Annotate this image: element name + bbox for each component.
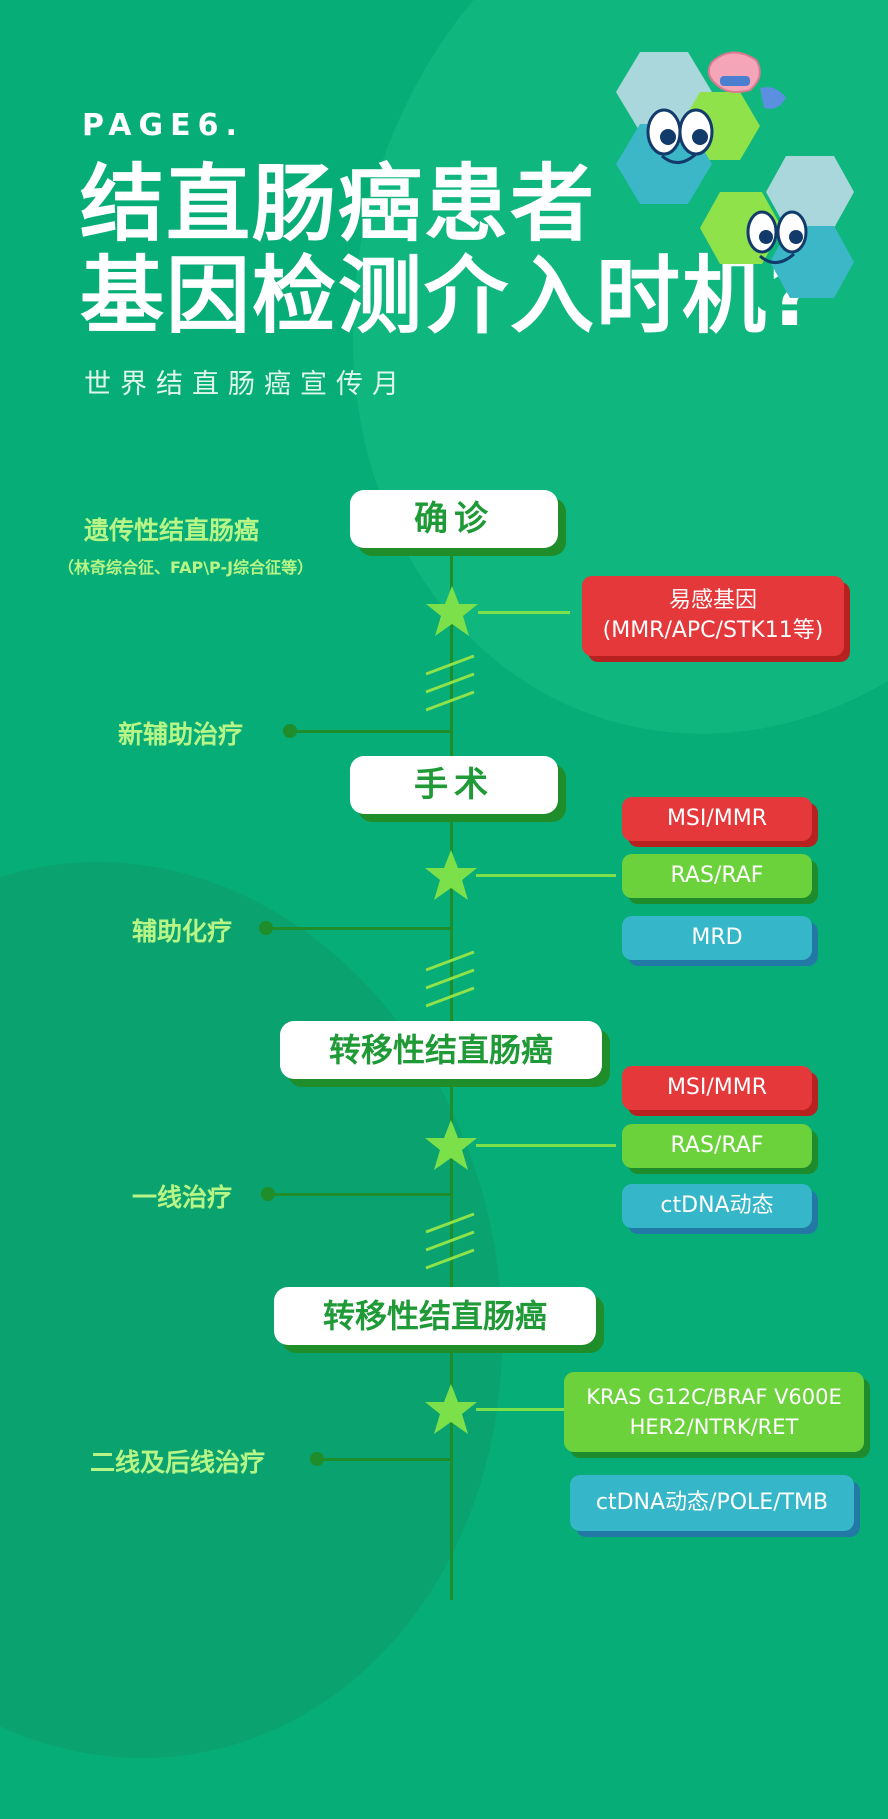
page-title: 结直肠癌患者 基因检测介入时机? [80,158,819,342]
test-ras-raf: RAS/RAF [622,1124,812,1168]
branch-line [317,1458,452,1461]
label-neoadjuvant: 新辅助治疗 [118,720,244,749]
label-hereditary-crc: 遗传性结直肠癌 [84,516,260,545]
test-kras-braf-her2: KRAS G12C/BRAF V600E HER2/NTRK/RET [564,1372,864,1452]
star-icon [426,586,478,636]
page-label: PAGE6. [82,108,244,143]
branch-line [266,927,452,930]
stage-diagnosis: 确诊 [350,490,558,548]
branch-line [290,730,452,733]
connector-line [476,874,616,877]
connector-line [476,1408,566,1411]
stage-surgery: 手术 [350,756,558,814]
label-second-line: 二线及后线治疗 [90,1448,266,1477]
tag-line: 易感基因 [668,588,757,613]
test-ras-raf: RAS/RAF [622,854,812,898]
label-first-line: 一线治疗 [132,1183,233,1212]
stage-metastatic-first: 转移性结直肠癌 [280,1021,602,1079]
test-msi-mmr: MSI/MMR [622,797,812,841]
test-ctdna-dynamic: ctDNA动态 [622,1184,812,1228]
connector-line [478,611,570,614]
branch-line [268,1193,452,1196]
page-subtitle: 世界结直肠癌宣传月 [84,369,408,400]
slash-break-icon [425,654,475,712]
stage-metastatic-second: 转移性结直肠癌 [274,1287,596,1345]
star-icon [425,1384,477,1434]
tag-line: HER2/NTRK/RET [629,1415,799,1439]
test-ctdna-pole-tmb: ctDNA动态/POLE/TMB [570,1475,854,1531]
test-msi-mmr: MSI/MMR [622,1066,812,1110]
connector-line [476,1144,616,1147]
slash-break-icon [425,950,475,1008]
test-mrd: MRD [622,916,812,960]
star-icon [425,1120,477,1170]
label-adjuvant: 辅助化疗 [132,917,233,946]
mascot-icon [616,51,854,298]
slash-break-icon [425,1212,475,1270]
test-susceptibility-genes: 易感基因 (MMR/APC/STK11等) [582,576,844,656]
star-icon [425,850,477,900]
title-line-1: 结直肠癌患者 [80,155,597,253]
title-line-2: 基因检测介入时机? [80,247,819,345]
tag-line: (MMR/APC/STK11等) [602,618,824,643]
label-hereditary-note: （林奇综合征、FAP\P-J综合征等） [58,558,314,577]
tag-line: KRAS G12C/BRAF V600E [586,1385,842,1409]
